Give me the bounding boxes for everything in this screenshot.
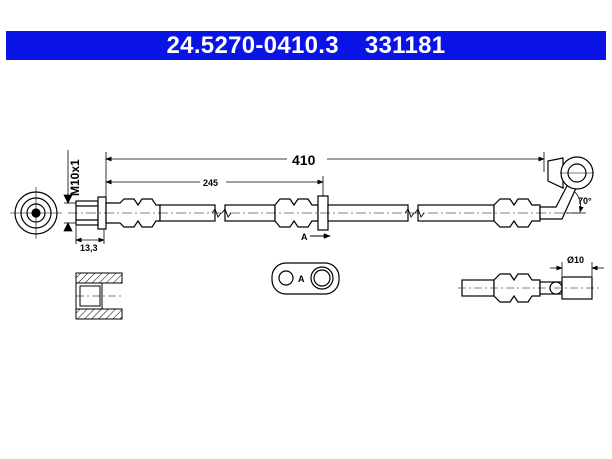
view-marker-label: A <box>301 232 308 242</box>
hose-side-view <box>75 183 577 231</box>
thread-label: M10x1 <box>68 159 82 196</box>
eye-diameter-label: Ø10 <box>567 255 584 265</box>
eye-end-detail <box>458 273 600 303</box>
eye-diameter-dimension <box>550 262 604 276</box>
detail-marker-label: A <box>298 274 305 284</box>
bracket-distance-dimension <box>105 176 324 196</box>
total-length-label: 410 <box>292 152 316 168</box>
bracket-detail-view <box>271 262 340 295</box>
reference-number: 331181 <box>364 31 446 59</box>
banjo-eye <box>547 156 594 190</box>
part-header-bar: 24.5270-0410.3 331181 <box>6 31 606 60</box>
nut-width-label: 13,3 <box>80 243 98 253</box>
fitting-end-view <box>10 187 62 239</box>
fitting-section-view <box>75 272 123 320</box>
angle-label: 70° <box>578 196 592 206</box>
total-length-dimension <box>105 152 545 198</box>
bracket-distance-label: 245 <box>203 178 218 188</box>
angle-dimension <box>566 191 586 214</box>
part-number: 24.5270-0410.3 <box>166 31 339 59</box>
